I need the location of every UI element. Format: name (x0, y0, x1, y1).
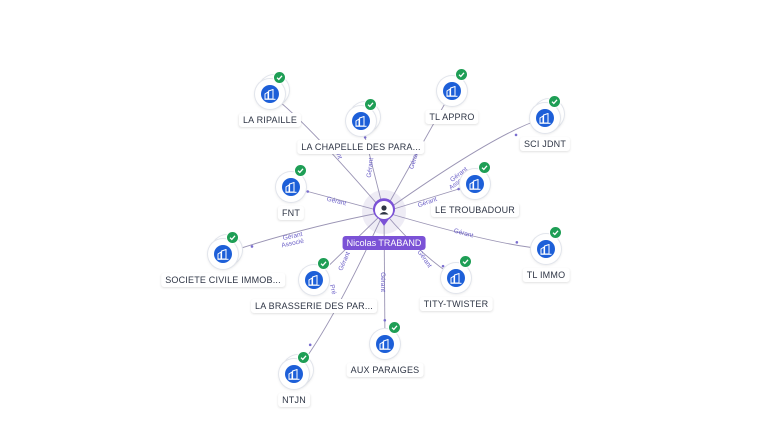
company-badge (208, 231, 242, 269)
building-icon (285, 365, 303, 383)
company-badge (276, 164, 307, 202)
company-disc (255, 79, 285, 109)
edge-role-label: Gérant (453, 228, 474, 240)
building-icon (447, 269, 465, 287)
company-disc (370, 329, 400, 359)
check-icon (297, 351, 310, 364)
company-label: TL IMMO (522, 268, 570, 282)
edge-arrow-fnt (306, 190, 310, 193)
company-disc (279, 359, 309, 389)
company-label: SCI JDNT (519, 137, 571, 151)
person-icon (373, 198, 395, 226)
building-icon (305, 271, 323, 289)
check-icon (273, 71, 286, 84)
edge-arrow-la-chapelle (363, 136, 367, 139)
edge-arrow-le-troubadour (457, 187, 460, 191)
building-icon (376, 335, 394, 353)
company-disc (299, 265, 329, 295)
company-label: LA RIPAILLE (238, 113, 302, 127)
company-label: AUX PARAIGES (346, 363, 424, 377)
company-disc (441, 263, 471, 293)
edge-role-label: Gérant (379, 272, 386, 292)
building-icon (214, 245, 232, 263)
company-disc (531, 234, 561, 264)
company-label: NTJN (278, 393, 310, 407)
check-icon (549, 226, 562, 239)
building-icon (443, 82, 461, 100)
company-disc (346, 106, 376, 136)
building-icon (261, 85, 279, 103)
building-icon (466, 175, 484, 193)
center-person-name: Nicolas TRABAND (342, 236, 426, 250)
company-badge (299, 257, 330, 295)
building-icon (282, 178, 300, 196)
company-badge (530, 95, 564, 133)
company-badge (441, 255, 472, 293)
company-label: SOCIETE CIVILE IMMOB... (161, 273, 285, 287)
check-icon (459, 255, 472, 268)
edge-arrow-aux-paraiges (383, 318, 387, 322)
edge-role-label: Gérant (282, 231, 303, 242)
company-disc (460, 169, 490, 199)
company-badge (460, 161, 491, 199)
check-icon (455, 68, 468, 81)
edge-role-label: Gérant (326, 196, 347, 208)
company-label: TL APPRO (425, 110, 479, 124)
company-disc (208, 239, 238, 269)
company-badge (255, 71, 289, 109)
company-label: TITY-TWISTER (419, 297, 493, 311)
building-icon (352, 112, 370, 130)
check-icon (317, 257, 330, 270)
edge-arrow-tl-immo (515, 241, 519, 244)
company-badge (279, 351, 313, 389)
company-disc (437, 76, 467, 106)
check-icon (548, 95, 561, 108)
check-icon (226, 231, 239, 244)
building-icon (536, 109, 554, 127)
edge-role-label: Pré (328, 284, 337, 296)
check-icon (478, 161, 491, 174)
check-icon (388, 321, 401, 334)
edge-role-label: Associé (281, 238, 305, 250)
edge-arrow-sci-jdnt (514, 133, 518, 137)
company-badge (531, 226, 562, 264)
company-label: LE TROUBADOUR (431, 203, 519, 217)
company-disc (530, 103, 560, 133)
company-badge (346, 98, 380, 136)
check-icon (364, 98, 377, 111)
company-label: FNT (277, 206, 305, 220)
edge-arrow-tity-twister (441, 264, 445, 268)
building-icon (537, 240, 555, 258)
edge-arrow-societe-civile (250, 245, 254, 248)
check-icon (294, 164, 307, 177)
edge-role-label: Gérant (366, 157, 375, 178)
company-disc (276, 172, 306, 202)
edge-role-label: Gérant (337, 251, 352, 272)
company-label: LA CHAPELLE DES PARA... (297, 140, 425, 154)
company-badge (370, 321, 401, 359)
company-badge (437, 68, 468, 106)
edge-arrow-ntjn (308, 343, 312, 347)
edge-aux-paraiges (383, 211, 386, 345)
company-label: LA BRASSERIE DES PAR... (251, 299, 377, 313)
